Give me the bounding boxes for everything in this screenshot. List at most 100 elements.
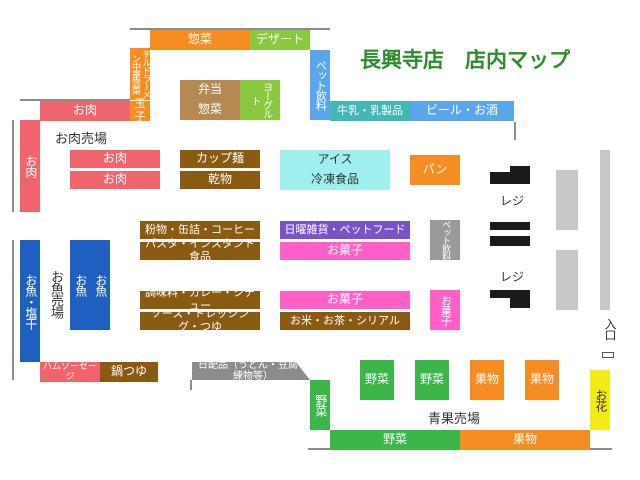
veg2-section[interactable]: 野菜 — [415, 360, 449, 400]
sauce-label: ソース・ドレッシング・つゆ — [150, 307, 250, 333]
ham-label: ハムソーセージ — [42, 361, 97, 382]
snacks2-label: お菓子 — [326, 292, 363, 307]
meat-top-section[interactable]: お肉 — [40, 101, 130, 121]
meat-center-top[interactable]: お肉 — [70, 150, 160, 168]
dessert-section[interactable]: デザート — [250, 30, 310, 50]
daily-items-label: 日配品（うどん・豆腐・練物等） — [198, 359, 308, 382]
checkout-shelf-1 — [556, 170, 578, 230]
ice-label: アイス — [317, 152, 353, 167]
meat-center-top-label: お肉 — [102, 151, 127, 166]
pasta-label: パスタ・インスタント食品 — [145, 237, 255, 263]
dairy-label: 牛乳・乳製品 — [337, 103, 403, 117]
dried-section[interactable]: 乾物 — [180, 171, 260, 189]
frozen-section[interactable]: 冷凍食品 — [280, 170, 390, 190]
snacks2-section[interactable]: お菓子 — [280, 291, 410, 309]
sozai2-label: 惣菜 — [197, 102, 222, 117]
veg-wall-section[interactable]: 野菜 — [310, 380, 330, 430]
entrance-label[interactable]: 入口 — [603, 318, 617, 340]
veg1-label: 野菜 — [364, 372, 389, 387]
snacks1-section[interactable]: お菓子 — [280, 242, 410, 260]
chilled-noodle-label: チルドラーメン中華惣菜 — [130, 50, 151, 98]
yogurt-label: ヨーグルト — [249, 82, 272, 118]
bento-label: 弁当 — [197, 82, 222, 97]
daily-goods-label: 日曜雑貨・ペットフード — [284, 222, 406, 236]
beer-label: ビール・お酒 — [425, 103, 498, 118]
nabe-label: 鍋つゆ — [110, 364, 147, 379]
cup-noodle-section[interactable]: カップ麺 — [180, 150, 260, 168]
veg-bottom-label: 野菜 — [382, 432, 407, 447]
wall-left-upper — [12, 120, 14, 212]
veg-bottom-section[interactable]: 野菜 — [330, 430, 460, 450]
register-label-1: レジ — [500, 194, 525, 208]
dairy-section[interactable]: 牛乳・乳製品 — [330, 101, 410, 121]
fruit2-label: 果物 — [529, 372, 554, 387]
bread-section[interactable]: パン — [410, 155, 460, 185]
fish-b-section[interactable]: お魚 — [90, 240, 110, 330]
sozai-section[interactable]: 惣菜 — [150, 30, 250, 50]
flour-label: 粉物・缶詰・コーヒー — [145, 222, 255, 236]
eggs-section[interactable]: 玉子 — [130, 97, 150, 123]
wall-right — [600, 150, 610, 310]
pet-drink-top-section[interactable]: ペット飲料 — [310, 50, 330, 120]
wall-top-left — [40, 99, 130, 101]
entrance-marker — [602, 352, 614, 358]
meat-center-bottom[interactable]: お肉 — [70, 171, 160, 189]
ice-section[interactable]: アイス — [280, 150, 390, 170]
wall-right-diag — [514, 122, 516, 140]
pet-drink-center-label: ペット飲料 — [440, 220, 451, 260]
veg2-label: 野菜 — [419, 372, 444, 387]
chilled-noodle-section[interactable]: チルドラーメン中華惣菜 — [130, 48, 150, 100]
pet-drink-center-section[interactable]: ペット飲料 — [430, 220, 460, 260]
bread-label: パン — [422, 162, 448, 177]
sauce-section[interactable]: ソース・ドレッシング・つゆ — [140, 307, 260, 333]
daily-goods-section[interactable]: 日曜雑貨・ペットフード — [280, 221, 410, 239]
eggs-label: 玉子 — [134, 97, 146, 123]
fruit2-section[interactable]: 果物 — [525, 360, 559, 400]
seasoning-section[interactable]: 調味料・カレー・シチュー — [140, 286, 260, 312]
fruit1-section[interactable]: 果物 — [470, 360, 504, 400]
snacks3-section[interactable]: お菓子 — [430, 290, 460, 330]
flour-section[interactable]: 粉物・缶詰・コーヒー — [140, 221, 260, 239]
register-counter-2a — [490, 222, 530, 230]
rice-tea-label: お米・お茶・シリアル — [290, 313, 400, 327]
meat-wall-section[interactable]: お肉 — [20, 120, 40, 212]
meat-wall-label: お肉 — [23, 155, 38, 177]
register-counter-1b — [510, 166, 530, 184]
bento-section[interactable]: 弁当 — [180, 80, 240, 100]
pasta-section[interactable]: パスタ・インスタント食品 — [140, 237, 260, 263]
veg1-section[interactable]: 野菜 — [360, 360, 394, 400]
nabe-section[interactable]: 鍋つゆ — [100, 362, 158, 382]
yogurt-section[interactable]: ヨーグルト — [240, 80, 280, 120]
meat-top-label: お肉 — [72, 103, 97, 118]
fish-salt-label: お魚・塩干 — [23, 273, 38, 329]
flowers-section[interactable]: お花 — [590, 370, 610, 430]
register-counter-1a — [490, 172, 510, 184]
sozai2-section[interactable]: 惣菜 — [180, 100, 240, 120]
cup-noodle-label: カップ麺 — [195, 151, 244, 166]
sozai-label: 惣菜 — [187, 32, 212, 47]
map-title: 長興寺店 店内マップ — [360, 47, 570, 72]
register-counter-3b — [510, 298, 530, 308]
checkout-shelf-2 — [556, 250, 578, 310]
fish-salt-section[interactable]: お魚・塩干 — [20, 240, 40, 362]
fruit-bottom-section[interactable]: 果物 — [460, 430, 590, 450]
register-label-2: レジ — [500, 270, 525, 284]
fruit-bottom-label: 果物 — [512, 432, 537, 447]
snacks3-label: お菓子 — [439, 295, 453, 325]
beer-section[interactable]: ビール・お酒 — [410, 101, 514, 121]
seasoning-label: 調味料・カレー・シチュー — [145, 286, 255, 312]
produce-area-label: 青果売場 — [428, 412, 481, 427]
fish-b-label: お魚 — [93, 274, 108, 296]
flowers-label: お花 — [593, 389, 608, 411]
register-counter-2b — [490, 236, 530, 246]
rice-tea-section[interactable]: お米・お茶・シリアル — [280, 312, 410, 330]
fish-a-label: お魚 — [73, 274, 88, 296]
pet-drink-top-label: ペット飲料 — [314, 60, 328, 110]
dessert-label: デザート — [255, 32, 304, 47]
ham-section[interactable]: ハムソーセージ — [40, 362, 100, 382]
fish-a-section[interactable]: お魚 — [70, 240, 90, 330]
meat-area-label: お肉売場 — [55, 132, 108, 147]
register-counter-3a — [490, 290, 530, 298]
wall-left-lower — [12, 240, 14, 380]
daily-items-section[interactable]: 日配品（うどん・豆腐・練物等） — [192, 362, 310, 380]
